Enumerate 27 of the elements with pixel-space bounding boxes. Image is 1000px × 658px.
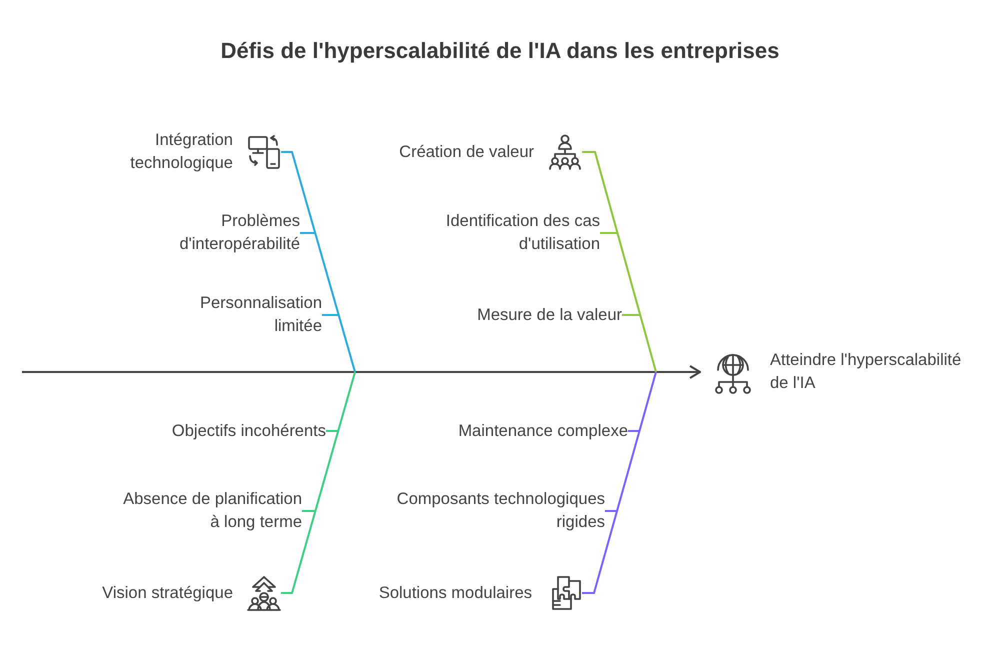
cause-tick-line: [605, 510, 617, 512]
spine-arrow: [22, 365, 701, 379]
cause-tick-line: [622, 314, 640, 316]
cause-tick-line: [322, 314, 339, 316]
cause-label: Composants technologiques rigides: [396, 489, 605, 533]
category-bone-line: [281, 151, 356, 372]
category-label: Vision stratégique: [102, 582, 233, 604]
cause-label: Identification des cas d'utilisation: [444, 211, 600, 255]
cause-tick-line: [300, 232, 316, 234]
category-bone-line: [582, 151, 657, 372]
cause-label: Objectifs incohérents: [172, 420, 326, 442]
cause-tick-line: [600, 232, 618, 234]
cause-label: Mesure de la valeur: [477, 304, 622, 326]
effect-label: Atteindre l'hyperscalabilité de l'IA: [770, 350, 962, 394]
cause-tick-line: [302, 510, 316, 512]
category-bone-line: [281, 372, 356, 594]
category-label: Intégration technologique: [129, 130, 233, 174]
diagram-title: Défis de l'hyperscalabilité de l'IA dans les entreprises: [220, 38, 780, 64]
cause-tick-line: [628, 430, 640, 432]
category-bone-line: [582, 372, 657, 594]
category-label: Solutions modulaires: [378, 582, 532, 604]
cause-label: Absence de planification à long terme: [122, 489, 302, 533]
cause-label: Problèmes d'interopérabilité: [178, 211, 300, 255]
category-label: Création de valeur: [399, 142, 534, 162]
cause-label: Maintenance complexe: [458, 420, 628, 442]
cause-label: Personnalisation limitée: [199, 293, 322, 337]
cause-tick-line: [326, 430, 338, 432]
